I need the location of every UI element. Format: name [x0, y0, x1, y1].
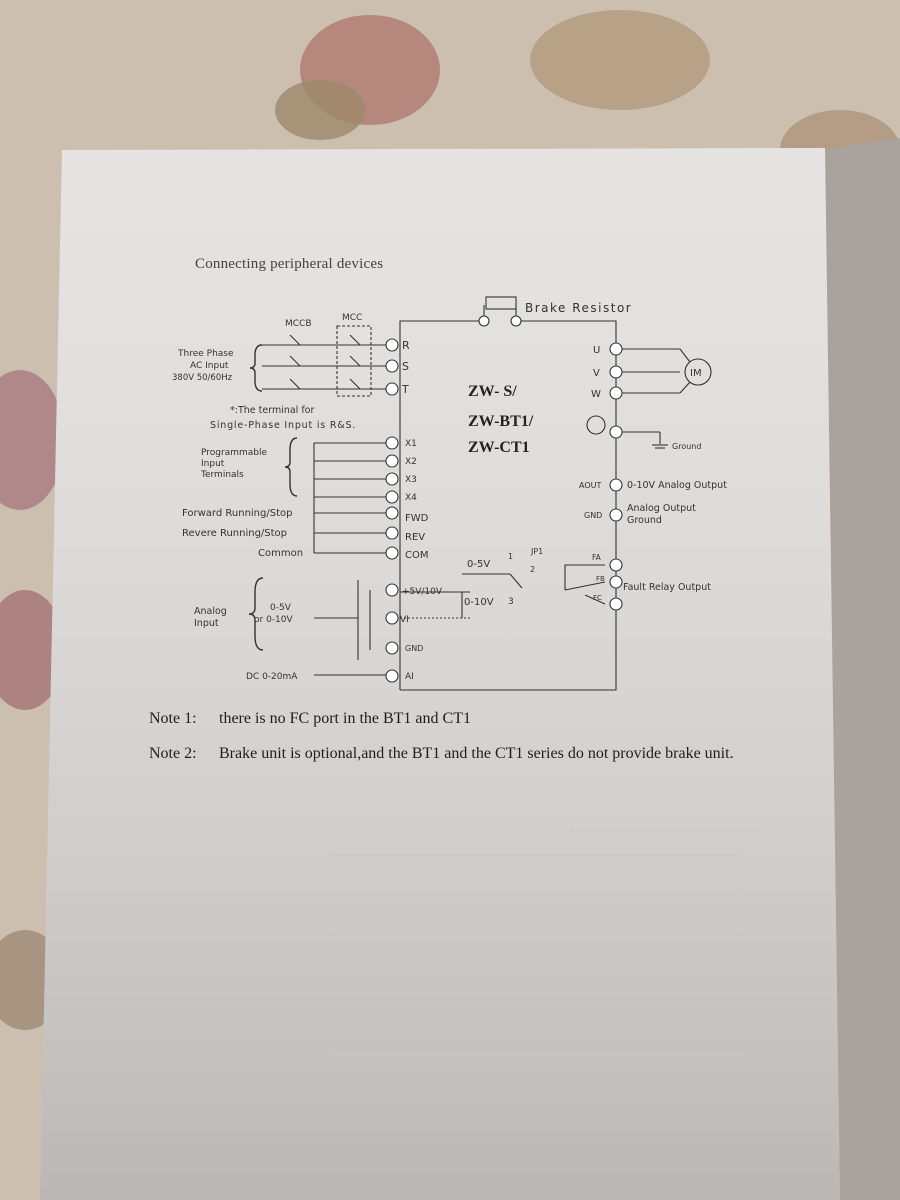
note-2-label: Note 2: [149, 745, 197, 762]
fa-label: FA [592, 553, 602, 562]
model-line-1: ZW- S/ [468, 383, 517, 400]
single-phase-note-2: Single-Phase Input is R&S. [210, 420, 356, 431]
note-2: Note 2: Brake unit is optional,and the BT… [149, 745, 734, 763]
aout-label: AOUT [579, 481, 601, 490]
three-phase-label-3: 380V 50/60Hz [172, 373, 233, 383]
motor-label: IM [690, 368, 702, 379]
programmable-label-2: Input [201, 459, 225, 469]
common-label: Common [258, 548, 303, 559]
jp1-label: JP1 [530, 547, 543, 556]
single-phase-note-1: *:The terminal for [230, 405, 314, 416]
terminal-vi: VI [400, 615, 409, 625]
programmable-label-3: Terminals [200, 470, 244, 480]
forward-running-label: Forward Running/Stop [182, 508, 292, 519]
terminal-fwd: FWD [405, 513, 429, 524]
three-phase-label-2: AC Input [190, 361, 229, 371]
fb-label: FB [596, 575, 605, 583]
analog-input-label-1: Analog [194, 606, 227, 617]
mccb-label: MCCB [285, 319, 312, 329]
terminal-rev: REV [405, 532, 425, 543]
jp1-pin2: 2 [530, 565, 535, 574]
analog-range-label-2: or 0-10V [254, 615, 293, 625]
range-05-label: 0-5V [467, 559, 490, 570]
three-phase-label-1: Three Phase [177, 349, 234, 359]
terminal-u: U [593, 345, 600, 356]
programmable-label-1: Programmable [201, 448, 267, 458]
analog-output-ground-1: Analog Output [627, 503, 696, 514]
note-2-text: Brake unit is optional,and the BT1 and t… [219, 745, 734, 762]
brake-resistor-label: Brake Resistor [525, 301, 632, 315]
note-1-text: there is no FC port in the BT1 and CT1 [219, 710, 471, 727]
jp1-pin1: 1 [508, 552, 513, 561]
reverse-running-label: Revere Running/Stop [182, 528, 287, 539]
terminal-v: V [593, 368, 600, 379]
terminal-x2: X2 [405, 457, 417, 467]
terminal-s: S [402, 360, 409, 373]
fault-relay-label: Fault Relay Output [623, 582, 711, 593]
terminal-gnd-left: GND [405, 644, 423, 653]
terminal-w: W [591, 389, 601, 400]
terminal-x1: X1 [405, 439, 417, 449]
supply-5v-label: +5V/10V [402, 587, 443, 597]
terminal-t: T [401, 383, 409, 396]
analog-output-label: 0-10V Analog Output [627, 480, 727, 491]
section-heading: Connecting peripheral devices [195, 256, 384, 272]
terminal-r: R [402, 339, 410, 352]
terminal-x4: X4 [405, 493, 417, 503]
terminal-x3: X3 [405, 475, 417, 485]
note-1-label: Note 1: [149, 710, 197, 727]
fc-label: FC [593, 594, 602, 602]
mcc-label: MCC [342, 313, 362, 323]
jp1-pin3: 3 [508, 597, 514, 607]
analog-output-ground-2: Ground [627, 515, 662, 526]
model-line-3: ZW-CT1 [468, 439, 530, 456]
gnd-right-label: GND [584, 511, 602, 520]
terminal-com: COM [405, 550, 428, 561]
dc-current-label: DC 0-20mA [246, 672, 298, 682]
analog-range-label-1: 0-5V [270, 603, 292, 613]
note-1: Note 1: there is no FC port in the BT1 an… [149, 710, 471, 728]
ground-label: Ground [672, 442, 701, 451]
range-010-label: 0-10V [464, 597, 494, 608]
terminal-ai: AI [405, 672, 414, 682]
model-line-2: ZW-BT1/ [468, 413, 534, 430]
analog-input-label-2: Input [194, 618, 219, 629]
